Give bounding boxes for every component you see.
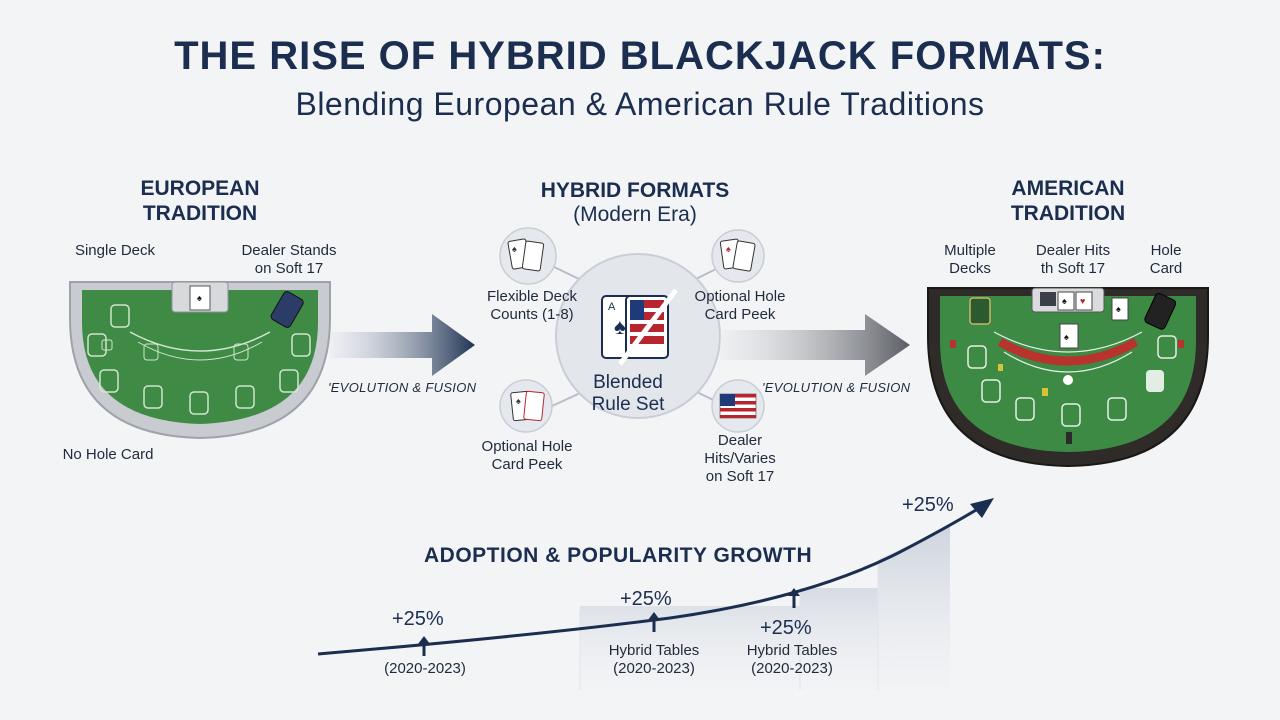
svg-text:♥: ♥ — [1080, 296, 1085, 306]
up-arrow-3 — [788, 588, 800, 608]
european-table: ♠ — [69, 281, 331, 440]
label-optional-peek-top: Optional Hole Card Peek — [694, 288, 786, 323]
growth-label-1: (2020-2023) — [384, 660, 466, 677]
table-arc — [129, 331, 271, 352]
growth-title: ADOPTION & POPULARITY GROWTH — [424, 544, 813, 567]
table-felt — [82, 290, 318, 424]
card-shoe — [1144, 293, 1177, 330]
growth-label-2: Hybrid Tables (2020-2023) — [608, 642, 700, 677]
hybrid-subheading: (Modern Era) — [573, 203, 697, 226]
american-table: ♠ ♥ ♠ ♠ — [927, 287, 1209, 468]
card-shoe — [270, 291, 304, 328]
deck-box — [969, 297, 991, 325]
european-heading: EUROPEAN TRADITION — [140, 177, 260, 225]
table-felt — [940, 296, 1196, 452]
svg-text:♠: ♠ — [516, 396, 521, 406]
arrow-label-right: 'EVOLUTION & FUSION — [762, 380, 911, 395]
growth-pct-1: +25% — [392, 608, 444, 630]
label-optional-peek-bottom: Optional Hole Card Peek — [481, 438, 573, 473]
evolution-arrow-left — [330, 314, 475, 376]
growth-pct-2: +25% — [620, 588, 672, 610]
svg-text:♠: ♠ — [1116, 304, 1121, 314]
label-single-deck: Single Deck — [74, 242, 156, 259]
growth-arrowhead — [970, 498, 994, 518]
svg-text:♠: ♠ — [197, 293, 202, 303]
svg-text:A: A — [608, 301, 616, 313]
label-flexible-deck: Flexible Deck Counts (1-8) — [486, 288, 578, 323]
label-hole-card: Hole Card — [1149, 242, 1183, 277]
label-dealer-hits-varies: Dealer Hits/Varies on Soft 17 — [704, 432, 776, 485]
evolution-arrow-right — [720, 314, 910, 376]
flag-card — [618, 288, 678, 366]
hybrid-heading: HYBRID FORMATS — [540, 179, 730, 202]
blended-rule-set-label: Blended Rule Set — [591, 372, 665, 415]
svg-text:♠: ♠ — [614, 314, 626, 339]
svg-text:♠: ♠ — [512, 244, 517, 254]
page-title: THE RISE OF HYBRID BLACKJACK FORMATS: — [174, 34, 1106, 78]
growth-label-3: Hybrid Tables (2020-2023) — [746, 642, 838, 677]
svg-text:♠: ♠ — [1062, 296, 1067, 306]
page-subtitle: Blending European & American Rule Tradit… — [295, 86, 985, 122]
label-dealer-hits-soft: Dealer Hits th Soft 17 — [1035, 242, 1111, 277]
label-no-hole-card: No Hole Card — [62, 446, 154, 463]
growth-pct-3: +25% — [760, 617, 812, 639]
up-arrow-2 — [648, 612, 660, 632]
up-arrow-1 — [418, 636, 430, 656]
svg-text:♠: ♠ — [726, 244, 731, 254]
american-heading: AMERICAN TRADITION — [1010, 177, 1126, 225]
growth-curve — [317, 502, 987, 656]
arrow-label-left: 'EVOLUTION & FUSION — [328, 380, 477, 395]
svg-text:♠: ♠ — [1064, 332, 1069, 342]
betting-strip — [997, 338, 1139, 366]
label-multiple-decks: Multiple Decks — [944, 242, 996, 277]
label-dealer-stands: Dealer Stands on Soft 17 — [241, 242, 337, 277]
growth-chart — [317, 498, 994, 690]
tray-card — [189, 285, 211, 311]
growth-pct-4: +25% — [902, 494, 954, 516]
